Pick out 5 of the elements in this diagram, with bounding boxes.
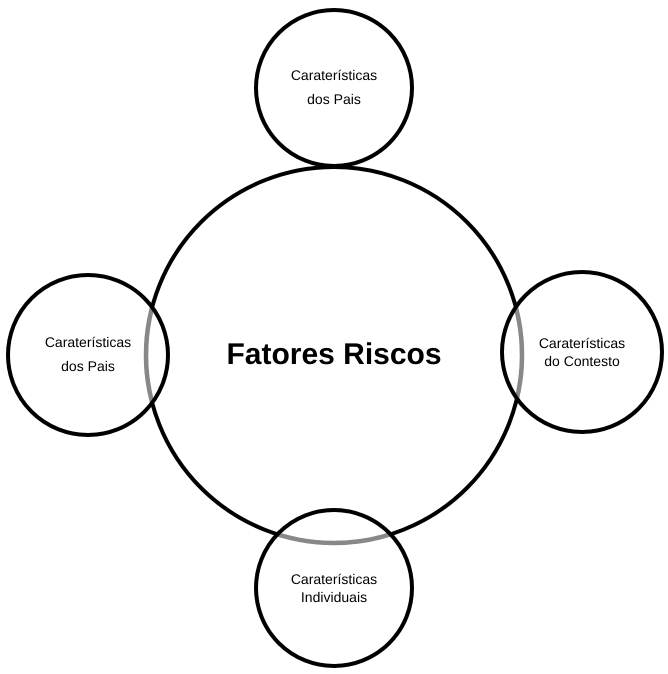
node-label: Caraterísticas dos Pais <box>44 333 132 376</box>
node-label: Caraterísticas dos Pais <box>290 66 378 109</box>
title-text: Fatores Riscos <box>225 337 443 373</box>
node-label: Caraterísticas Individuais <box>290 570 378 606</box>
node-label: Caraterísticas do Contesto <box>538 334 626 370</box>
